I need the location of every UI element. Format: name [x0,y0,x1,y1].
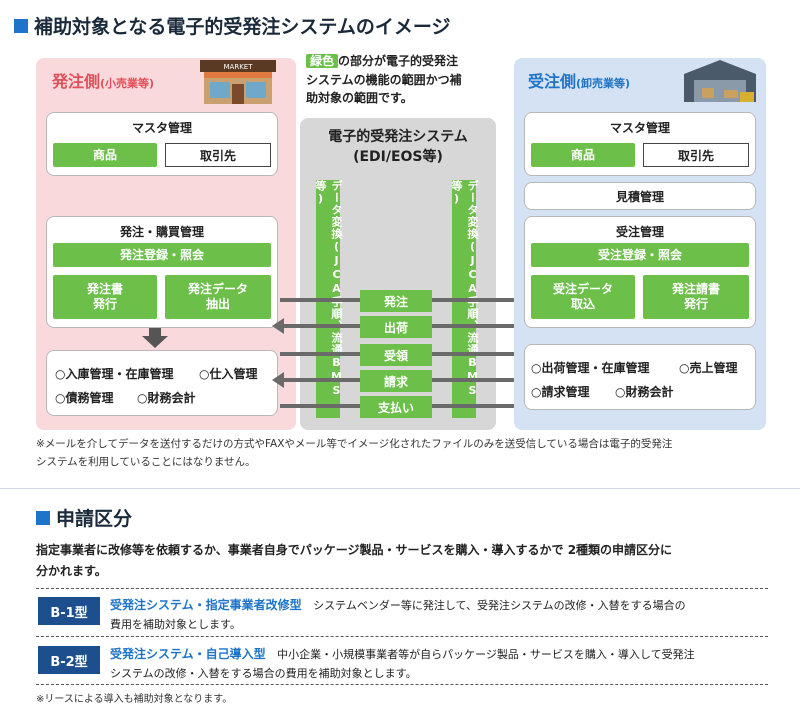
order-data-extract: 発注データ 抽出 [165,275,271,319]
b1-heading: 受発注システム・指定事業者改修型 [110,598,302,612]
down-arrow-icon [140,328,170,348]
ordering-master-supplier: 取引先 [165,143,271,167]
receiving-side-title: 受注側(卸売業等) [528,68,630,92]
legend-text-3: 助対象の範囲です。 [306,91,413,106]
receiving-master-customer: 取引先 [643,143,749,167]
order-receiving-registration: 受注登録・照会 [531,243,749,267]
order-acknowledgement-issue: 発注請書 発行 [643,275,749,319]
legend-note: 緑色の部分が電子的受発注 システムの機能の範囲かつ補 助対象の範囲です。 [306,52,496,108]
flow-payment: 支払い [360,396,432,418]
b2-text-1: 中小企業・小規模事業者等が自らパッケージ製品・サービスを購入・導入して受発注 [277,648,695,661]
section2-intro: 指定事業者に改修等を依頼するか、事業者自身でパッケージ製品・サービスを購入・導入… [36,540,776,582]
order-registration: 発注登録・照会 [53,243,271,267]
store-sign: MARKET [224,63,254,71]
receiving-other-1a: ○出荷管理・在庫管理 [531,361,650,375]
warehouse-icon [680,56,760,106]
receiving-side-subtitle: (卸売業等) [576,77,631,90]
b1-description: 受発注システム・指定事業者改修型 システムベンダー等に発注して、受発注システムの… [110,595,770,634]
quote-management-title: 見積管理 [615,189,664,204]
receiving-master-box: マスタ管理 商品 取引先 [524,112,756,176]
purchase-management-box: 発注・購買管理 発注登録・照会 発注書 発行 発注データ 抽出 [46,216,278,328]
flow-receipt: 受領 [360,344,432,366]
flow-invoice: 請求 [360,370,432,392]
b1-badge: B-1型 [38,597,100,625]
section2-title: 申請区分 [36,504,132,531]
dashed-divider-3 [36,684,768,685]
section1-title: 補助対象となる電子的受発注システムのイメージ [14,12,450,39]
receiving-other-functions: ○出荷管理・在庫管理 ○売上管理 ○請求管理 ○財務会計 [524,344,756,410]
b1-text-2: 費用を補助対象とします。 [110,617,241,631]
ordering-other-1a: ○入庫管理・在庫管理 [55,367,174,381]
ordering-other-1b: ○仕入管理 [199,367,258,381]
b2-heading: 受発注システム・自己導入型 [110,647,266,661]
section2-title-text: 申請区分 [56,508,133,530]
edi-system-title-2: (EDI/EOS等) [353,148,443,165]
receiving-other-1b: ○売上管理 [679,361,738,375]
receiving-master-product: 商品 [531,143,635,167]
edi-system-title-1: 電子的受発注システム [328,129,468,145]
ordering-other-2a: ○債務管理 [55,391,114,405]
store-icon: MARKET [200,56,276,104]
order-data-import: 受注データ 取込 [531,275,635,319]
section1-footnote: ※メールを介してデータを送付するだけの方式やFAXやメール等でイメージ化されたフ… [36,436,776,472]
receiving-other-2b: ○財務会計 [615,385,674,399]
ordering-master-product: 商品 [53,143,157,167]
ordering-master-title: マスタ管理 [131,121,192,135]
dashed-divider-1 [36,588,768,589]
receiving-master-title: マスタ管理 [609,121,670,135]
ordering-side-subtitle: (小売業等) [100,77,155,90]
title-square-icon-2 [36,510,50,525]
legend-text-2: システムの機能の範囲かつ補 [306,72,462,87]
b2-text-2: システムの改修・入替をする場合の費用を補助対象とします。 [110,666,417,680]
b2-description: 受発注システム・自己導入型 中小企業・小規模事業者等が自らパッケージ製品・サービ… [110,644,770,683]
ordering-other-2b: ○財務会計 [137,391,196,405]
legend-text-1: の部分が電子的受発注 [338,54,459,68]
dashed-divider-2 [36,636,768,637]
ordering-side-title-text: 発注側 [52,72,101,91]
section1-footnote-2: システムを利用していることにはなりません。 [36,455,256,468]
b1-text-1: システムベンダー等に発注して、受発注システムの改修・入替をする場合の [313,599,686,612]
ordering-side-title: 発注側(小売業等) [52,68,154,92]
flow-shipment: 出荷 [360,316,432,338]
legend-highlight: 緑色 [306,54,339,68]
ordering-other-functions: ○入庫管理・在庫管理 ○仕入管理 ○債務管理 ○財務会計 [46,350,278,416]
b2-badge: B-2型 [38,646,100,674]
section-divider [0,488,800,489]
section1-title-text: 補助対象となる電子的受発注システムのイメージ [34,16,451,38]
title-square-icon [14,18,28,33]
purchase-management-title: 発注・購買管理 [119,225,204,239]
receiving-other-2a: ○請求管理 [531,385,590,399]
edi-system-title: 電子的受発注システム (EDI/EOS等) [300,128,496,167]
section2-intro-1: 指定事業者に改修等を依頼するか、事業者自身でパッケージ製品・サービスを購入・導入… [36,543,673,557]
quote-management-box: 見積管理 [524,182,756,210]
order-receiving-title: 受注管理 [615,225,664,239]
order-receiving-box: 受注管理 受注登録・照会 受注データ 取込 発注請書 発行 [524,216,756,328]
section1-footnote-1: ※メールを介してデータを送付するだけの方式やFAXやメール等でイメージ化されたフ… [36,438,673,450]
ordering-master-box: マスタ管理 商品 取引先 [46,112,278,176]
receiving-side-title-text: 受注側 [528,72,577,91]
section2-footnote: ※リースによる導入も補助対象となります。 [36,694,233,705]
section2-intro-2: 分かれます。 [36,564,107,578]
order-form-issue: 発注書 発行 [53,275,157,319]
flow-order: 発注 [360,290,432,312]
